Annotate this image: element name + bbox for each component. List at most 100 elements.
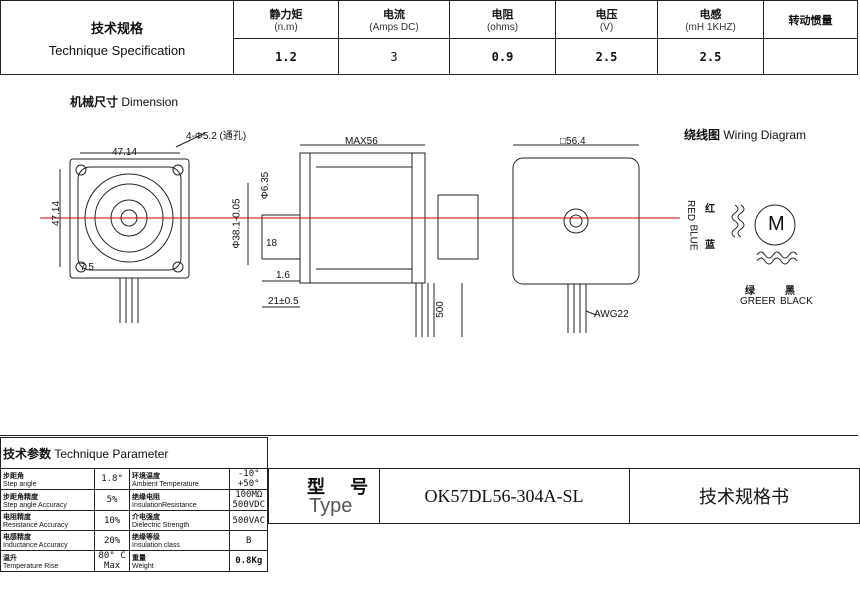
spec-title-zh: 技术规格: [90, 21, 143, 37]
wire-red-label: RED: [685, 199, 697, 222]
param-value: 1.8°: [94, 468, 130, 490]
dimension-label-zh: 机械尺寸: [70, 95, 119, 109]
flange-label: 1.6: [276, 270, 290, 281]
model-number: OK57DL56-304A-SL: [424, 485, 584, 506]
back-view: [512, 144, 640, 333]
shaft-small-label: Φ6.35: [260, 171, 272, 200]
spec-col-label: 静力矩: [269, 8, 303, 21]
back-size-label: □56.4: [560, 136, 586, 147]
param-label-zh: 电阻精度: [3, 513, 31, 521]
param-label-zh: 绝缘等级: [132, 533, 160, 541]
spec-title-en: Technique Specification: [48, 42, 186, 58]
param-label-zh: 温升: [3, 553, 17, 562]
spec-col-unit: (Amps DC): [369, 22, 419, 33]
spec-col-label: 电流: [383, 8, 405, 21]
spec-col-label: 电感: [699, 8, 722, 21]
spec-table: 技术规格 Technique Specification 静力矩(n.m) 电流…: [0, 0, 858, 75]
spec-value: 0.9: [449, 38, 556, 75]
spec-col-unit: (n.m): [274, 22, 298, 33]
dimension-drawing: [40, 132, 798, 337]
param-value: 0.8Kg: [229, 550, 268, 572]
param-label-en: Ambient Temperature: [132, 480, 199, 488]
param-value: -10° +50°: [229, 468, 268, 490]
spec-col-voltage: 电压(V): [555, 0, 658, 39]
param-label-en: Step angle Accuracy: [3, 501, 67, 509]
offset-label: 7.5: [80, 262, 94, 273]
param-label-en: Weight: [132, 562, 154, 570]
param-value: 5%: [94, 489, 130, 511]
wire-black-label: BLACK: [780, 296, 813, 307]
wiring-diagram: [731, 204, 798, 265]
param-value: 10%: [94, 510, 130, 531]
spec-value: 2.5: [657, 38, 764, 75]
wire-green-label: GREER: [740, 296, 776, 307]
param-label-zh: 绝缘电阻: [132, 492, 160, 501]
spec-col-resistance: 电阻(ohms): [449, 0, 556, 39]
front-height-label: 47.14: [51, 200, 63, 227]
spec-col-label: 转动惯量: [788, 13, 833, 27]
model-cell: OK57DL56-304A-SL: [379, 469, 630, 523]
param-label-zh: 步距角精度: [3, 492, 38, 501]
param-label-en: Step angle: [3, 480, 37, 488]
spec-value: 2.5: [555, 38, 658, 75]
spec-value: 3: [338, 38, 450, 75]
spec-col-inductance: 电感(mH 1KHZ): [657, 0, 764, 39]
spec-col-torque: 静力矩(n.m): [233, 0, 339, 39]
front-width-label: 47.14: [112, 147, 138, 158]
param-label-zh: 重量: [132, 553, 146, 562]
lead-length-label: 500: [434, 301, 446, 318]
param-label-en: Resistance Accuracy: [3, 522, 68, 529]
type-label-zh: 型 号: [307, 477, 369, 498]
param-value: 20%: [94, 530, 130, 551]
spec-col-current: 电流(Amps DC): [338, 0, 450, 39]
param-label-en: Insulation class: [132, 542, 180, 549]
spec-col-inertia: 转动惯量: [763, 0, 858, 39]
param-title-cell: 技术参数 Technique Parameter: [0, 437, 268, 469]
wire-red-zh: 红: [705, 204, 715, 215]
param-label-zh: 环境温度: [132, 471, 160, 480]
wire-blue-label: BLUE: [687, 224, 699, 251]
spec-col-label: 电阻: [491, 8, 514, 21]
dimension-label-en: Dimension: [121, 95, 179, 109]
hole-label: 4-Φ5.2 (通孔): [186, 131, 247, 142]
type-label-cell: 型 号 Type: [269, 469, 380, 523]
param-label-en: InsulationResistance: [132, 501, 197, 509]
wiring-label-en: Wiring Diagram: [723, 128, 807, 142]
dimension-label: 机械尺寸 Dimension: [70, 93, 178, 110]
doc-title-cell: 技术规格书: [629, 469, 859, 523]
param-label-en: Dielectric Strength: [132, 522, 190, 529]
param-label-zh: 介电强度: [132, 513, 160, 521]
wire-black-zh: 黑: [785, 286, 795, 297]
spec-col-unit: (V): [599, 22, 614, 33]
param-title-en: Technique Parameter: [54, 446, 169, 461]
spec-col-unit: (mH 1KHZ): [685, 22, 736, 33]
param-title-zh: 技术参数: [3, 446, 52, 461]
param-label-en: Inductance Accuracy: [3, 542, 68, 549]
type-box: 型 号 Type OK57DL56-304A-SL 技术规格书: [268, 468, 860, 524]
param-label-zh: 步距角: [3, 471, 24, 480]
max-length-label: MAX56: [345, 136, 378, 147]
param-value: 100MΩ 500VDC: [229, 489, 268, 511]
motor-symbol: M: [768, 213, 785, 235]
type-label-en: Type: [309, 495, 353, 517]
total-length-label: 21±0.5: [268, 296, 299, 307]
param-value: B: [229, 530, 268, 551]
param-value: 500VAC: [229, 510, 268, 531]
wire-gauge-label: AWG22: [594, 309, 629, 320]
wire-blue-zh: 蓝: [705, 240, 715, 251]
shaft-dia-label: Φ38.1-0.05: [231, 198, 243, 249]
